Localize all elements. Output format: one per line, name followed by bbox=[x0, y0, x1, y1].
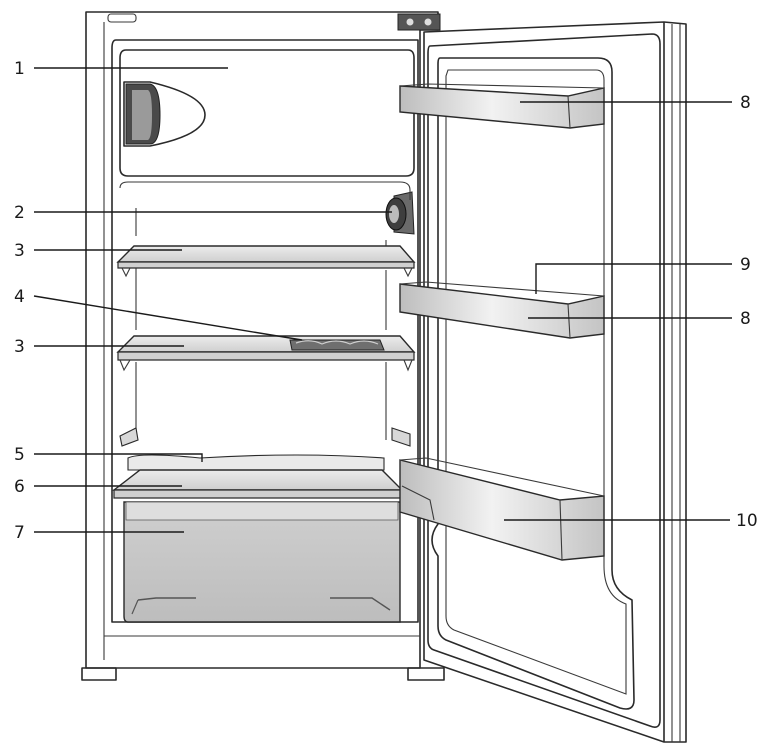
callout-2: 2 bbox=[14, 203, 25, 223]
glass-shelf-upper bbox=[116, 245, 416, 278]
callout-10: 10 bbox=[736, 511, 758, 531]
callout-6: 6 bbox=[14, 477, 25, 497]
door-bin-bottle bbox=[399, 457, 605, 561]
door-bin-upper bbox=[399, 83, 605, 129]
callout-9: 9 bbox=[740, 255, 751, 275]
callout-8-upper: 8 bbox=[740, 93, 751, 113]
callout-7: 7 bbox=[14, 523, 25, 543]
callout-1: 1 bbox=[14, 59, 25, 79]
callout-5: 5 bbox=[14, 445, 25, 465]
callout-3-lower: 3 bbox=[14, 337, 25, 357]
callout-labels: 1 2 3 4 3 5 6 7 8 9 8 10 bbox=[14, 59, 758, 543]
door-bin-middle bbox=[399, 281, 605, 339]
thermostat-knob bbox=[385, 191, 415, 235]
callout-4: 4 bbox=[14, 287, 25, 307]
leader-lines bbox=[33, 67, 732, 533]
callout-3-upper: 3 bbox=[14, 241, 25, 261]
foot-right bbox=[407, 667, 445, 681]
leader-9 bbox=[535, 263, 732, 294]
egg-tray bbox=[289, 339, 385, 351]
foot-left bbox=[81, 667, 117, 681]
leader-4 bbox=[33, 295, 303, 341]
leader-5 bbox=[34, 453, 203, 462]
crisper-drawer bbox=[123, 501, 401, 623]
cabinet bbox=[81, 11, 445, 681]
runners bbox=[119, 427, 411, 471]
freezer-compartment bbox=[119, 49, 415, 177]
callout-8-middle: 8 bbox=[740, 309, 751, 329]
crisper-cover bbox=[111, 469, 404, 499]
fridge-door bbox=[423, 21, 687, 743]
